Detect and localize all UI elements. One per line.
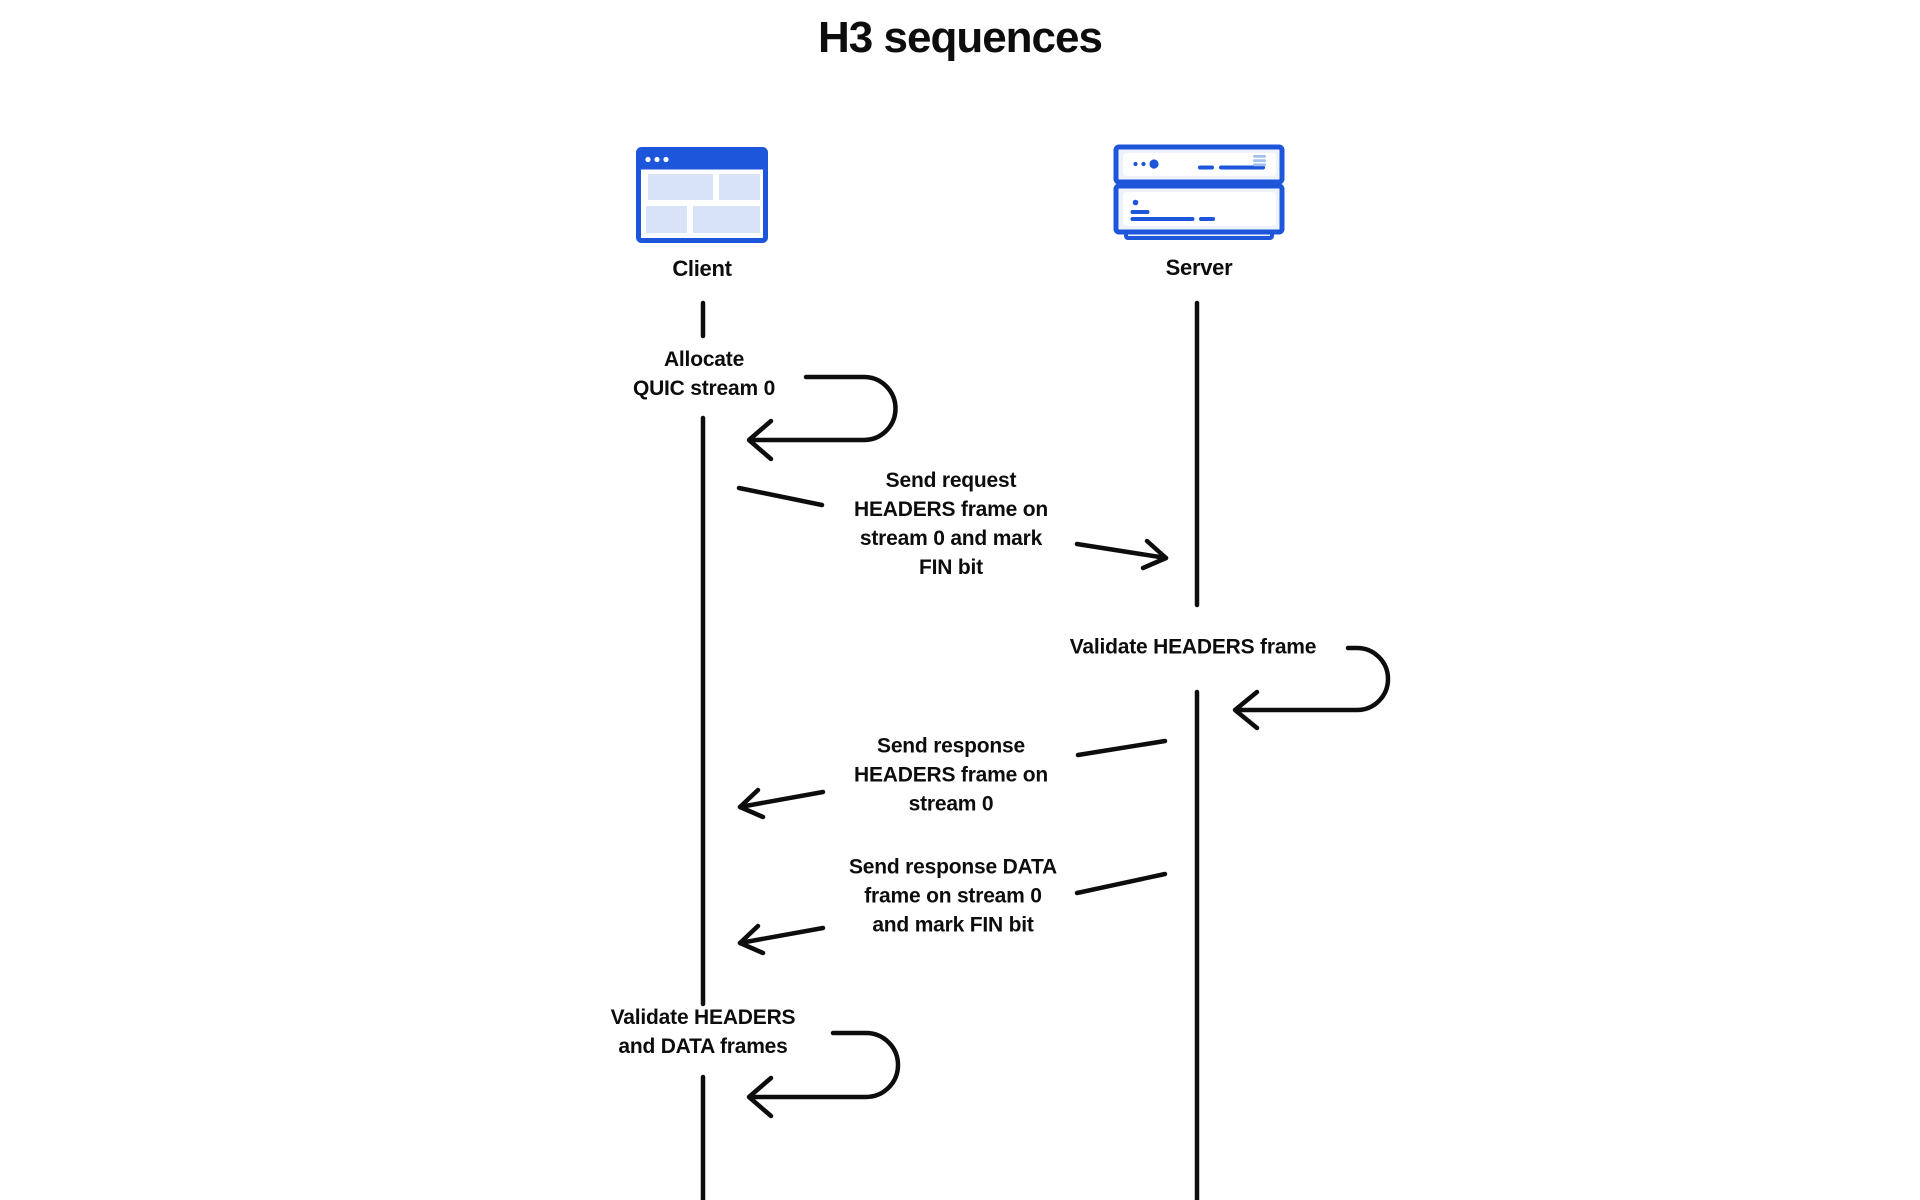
browser-window-icon [636,147,768,243]
arrowhead [1232,689,1260,731]
self-loop-validate-frames-arrow [746,1030,901,1119]
message-label-validate-headers: Validate HEADERS frame [1069,635,1317,659]
message-label-send-response-data: Send response DATA frame on stream 0 and… [849,855,1057,937]
server-stack-icon [1113,144,1285,242]
message-label-send-response-headers: Send response HEADERS frame on stream 0 [853,734,1049,816]
message-label-allocate-stream: Allocate QUIC stream 0 [632,348,776,400]
arrowhead [737,923,766,956]
self-loop-validate-headers-arrow [1232,645,1391,731]
message-label-validate-frames: Validate HEADERS and DATA frames [610,1006,796,1058]
arrowhead [1140,538,1169,571]
actor-label-client: Client [672,256,732,281]
send-request-headers-arrow [736,485,1169,571]
arrowhead [746,1075,774,1119]
send-response-headers-arrow [737,738,1168,820]
actor-label-server: Server [1165,255,1233,280]
arrowhead [737,787,766,820]
arrowhead [746,418,774,462]
actor-server: Server [1113,144,1285,281]
message-label-send-request-headers: Send request HEADERS frame on stream 0 a… [853,469,1049,579]
send-response-data-arrow [737,871,1168,956]
diagram-title: H3 sequences [818,13,1103,62]
actor-client: Client [636,147,768,282]
self-loop-allocate-stream-arrow [746,374,898,462]
